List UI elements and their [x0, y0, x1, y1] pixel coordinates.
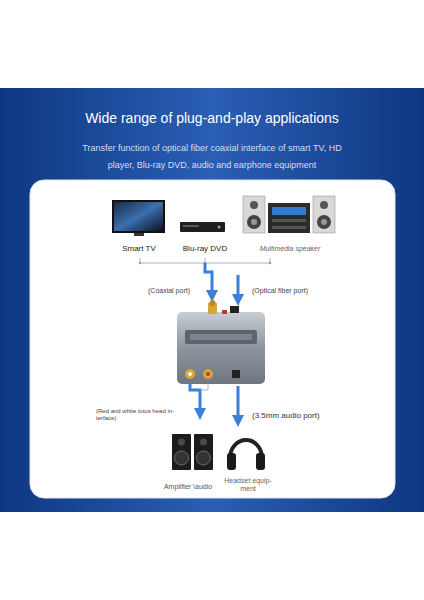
- drawing-part: [250, 201, 258, 209]
- drawing-part: [269, 262, 272, 265]
- drawing-part: [200, 390, 208, 391]
- drawing-part: [237, 386, 240, 421]
- output-bracket: [200, 384, 208, 390]
- drawing-part: [218, 226, 221, 229]
- device-caption: Amplifier \audio: [164, 483, 212, 491]
- drawing-part: [112, 200, 165, 233]
- port-label: (3.5mm audio port): [252, 411, 342, 421]
- drawing-part: [185, 330, 257, 344]
- subtitle: Transfer function of optical fiber coaxi…: [70, 140, 354, 174]
- drawing-part: [177, 312, 265, 384]
- output-arrows: [190, 384, 238, 421]
- drawing-part: [321, 219, 327, 225]
- drawing-part: [175, 451, 189, 465]
- device-item: Blu-ray DVD: [174, 196, 236, 254]
- page-title: Wide range of plug-and-play applications: [40, 110, 384, 126]
- drawing-part: [210, 300, 216, 306]
- device-item: Headset equip- ment: [221, 428, 275, 494]
- drawing-part: [180, 222, 225, 232]
- drawing-part: [194, 434, 213, 470]
- drawing-part: [222, 310, 227, 314]
- drawing-part: [205, 263, 212, 296]
- drawing-part: [134, 233, 144, 236]
- device-caption: Headset equip- ment: [223, 477, 273, 493]
- drawing-part: [272, 219, 306, 222]
- drawing-part: [203, 369, 213, 379]
- headphone-icon: [227, 440, 265, 470]
- drawing-part: [197, 451, 211, 465]
- drawing-part: [200, 439, 207, 446]
- drawing-part: [227, 453, 236, 470]
- drawing-part: [190, 334, 252, 340]
- drawing-part: [232, 370, 240, 378]
- drawing-part: [313, 196, 335, 233]
- device-caption: Multimedia speaker: [260, 245, 321, 253]
- drawing-part: [230, 306, 239, 313]
- device-item: Multimedia speaker: [238, 190, 342, 254]
- input-arrows: [205, 263, 238, 300]
- drawing-part: [183, 225, 199, 227]
- speaker-icon: [172, 434, 213, 470]
- drawing-part: [256, 453, 265, 470]
- drawing-part: [237, 275, 240, 300]
- drawing-part: [243, 196, 265, 233]
- blue-band: [0, 88, 424, 512]
- stereo-icon: [243, 196, 335, 233]
- white-card: [30, 180, 395, 498]
- drawing-part: [188, 372, 192, 376]
- drawing-part: [139, 262, 142, 265]
- drawing-part: [178, 439, 185, 446]
- port-label: (Red and white lotus head in- terface): [96, 408, 176, 422]
- drawing-part: [251, 219, 257, 225]
- device-caption: Smart TV: [122, 244, 156, 253]
- drawing-part: [114, 202, 163, 231]
- dvd-icon: [180, 222, 225, 232]
- device-item: Smart TV: [104, 196, 174, 254]
- drawing-part: [208, 384, 209, 390]
- tv-icon: [112, 200, 165, 236]
- drawing-part: [185, 369, 195, 379]
- drawing-part: [190, 384, 200, 414]
- device-caption: Blu-ray DVD: [183, 244, 227, 253]
- drawing-part: [247, 215, 261, 229]
- drawing-part: [272, 207, 306, 215]
- drawing-part: [317, 215, 331, 229]
- drawing-part: [206, 372, 210, 376]
- port-label: (Coaxial port): [148, 287, 208, 295]
- port-label: (Optical fiber port): [252, 287, 332, 295]
- device-item: Amplifier \audio: [150, 428, 226, 492]
- drawing-part: [172, 434, 191, 470]
- drawing-part: [272, 226, 306, 229]
- drawing-part: [268, 203, 310, 233]
- drawing-part: [320, 201, 328, 209]
- converter-box: [177, 300, 265, 384]
